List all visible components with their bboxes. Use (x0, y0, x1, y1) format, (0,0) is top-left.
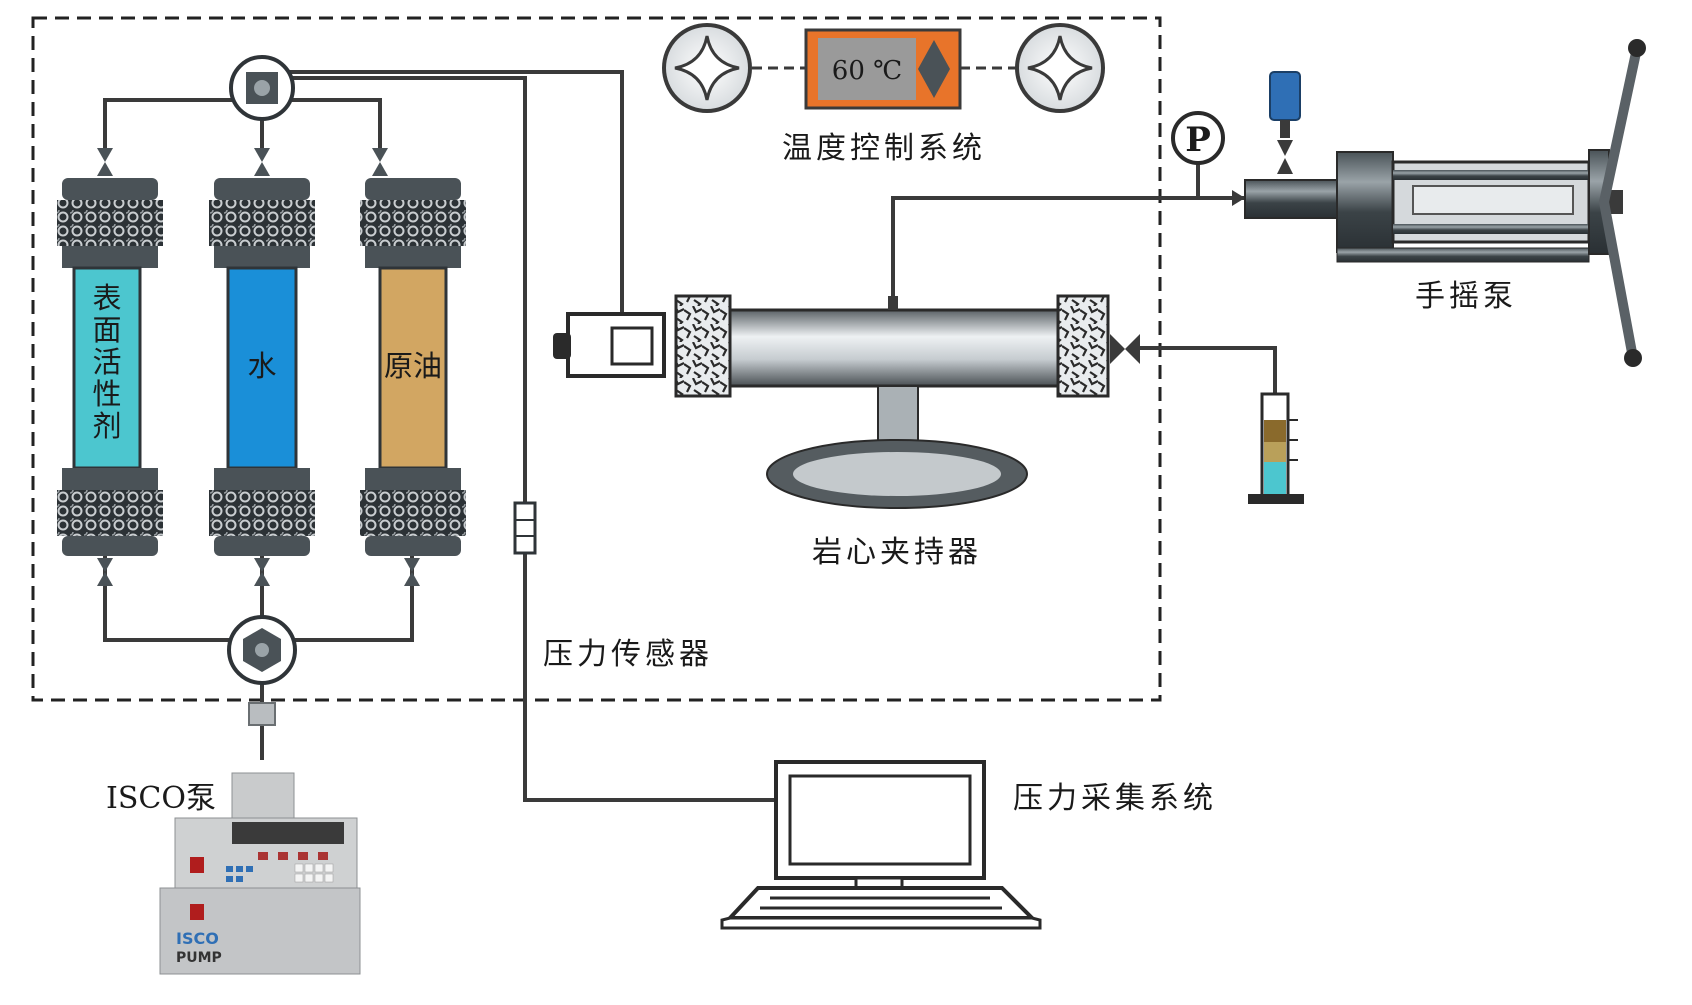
pressure-sensor (513, 501, 537, 555)
column-surfactant (57, 178, 163, 556)
temperature-control-label: 温度控制系统 (782, 131, 986, 166)
isco-pump: ISCO PUMP (159, 772, 361, 975)
core-holder-label: 岩心夹持器 (812, 535, 982, 570)
surfactant-fluid (72, 266, 142, 470)
column-label-water: 水 (247, 349, 276, 383)
column-valves (97, 148, 420, 586)
core-holder (553, 294, 1140, 509)
thermostat-enclosure-box (31, 16, 1162, 702)
surfactant-char-2: 面 (92, 313, 121, 347)
surfactant-char-4: 性 (92, 377, 121, 411)
pressure-gauge-letter: P (1185, 120, 1211, 160)
water-fluid (226, 266, 298, 470)
column-label-crude-oil: 原油 (384, 349, 442, 383)
pressure-acquisition-computer (720, 760, 1042, 930)
top-six-way-valve (229, 55, 295, 121)
surfactant-char-1: 表 (92, 281, 121, 315)
isco-pump-connector (248, 702, 276, 726)
temperature-control-system: 60 ℃ (662, 23, 1105, 113)
bottom-six-way-valve (227, 615, 297, 685)
hand-pump (1232, 39, 1646, 367)
pressure-gauge: P (1171, 111, 1225, 165)
graduated-cylinder (1248, 392, 1304, 504)
pump-word-text: PUMP (176, 950, 222, 966)
pump-brand-text: ISCO (176, 929, 219, 948)
pressure-sensor-label: 压力传感器 (543, 637, 713, 672)
column-water (209, 178, 315, 556)
surfactant-char-5: 剂 (92, 409, 121, 443)
isco-pump-label: ISCO泵 (106, 781, 216, 816)
column-crude-oil (360, 178, 466, 556)
piping-network (103, 70, 1277, 802)
column-label-surfactant: 表 面 活 性 剂 (92, 281, 121, 443)
crude-oil-fluid (378, 266, 448, 470)
pressure-acquisition-label: 压力采集系统 (1013, 781, 1217, 816)
hand-pump-label: 手摇泵 (1415, 279, 1517, 314)
temperature-readout: 60 ℃ (832, 56, 902, 86)
surfactant-char-3: 活 (92, 345, 121, 379)
